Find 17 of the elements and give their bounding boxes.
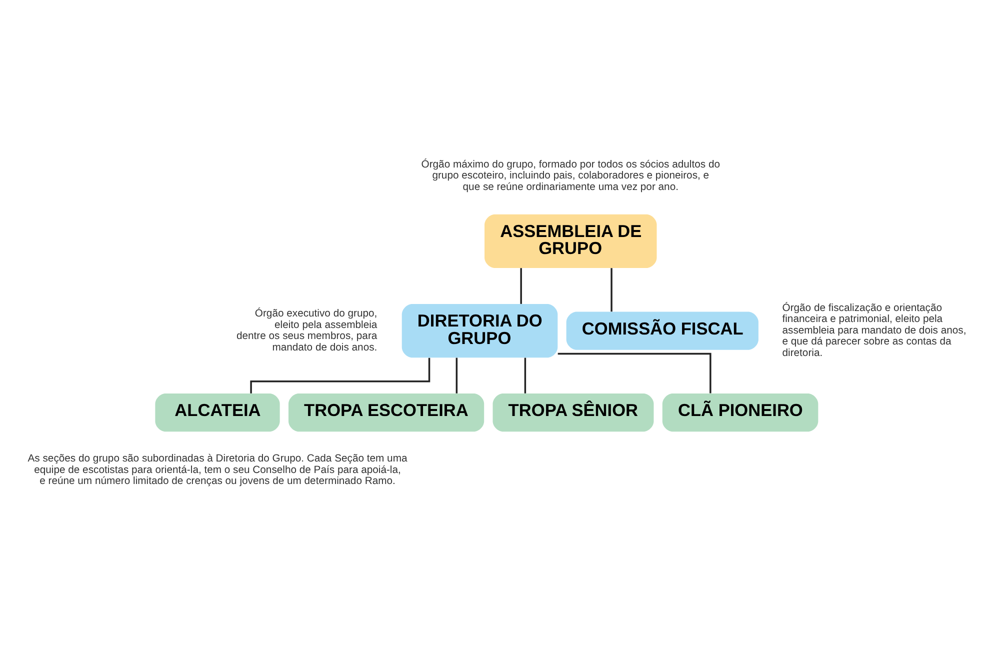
connector <box>520 268 522 304</box>
node-label: Órgão de fiscalização e orientação financeira e patrimonial, eleito pela assembleia para mandato de dois anos, e que dá parecer sobre as contas da diretoria. <box>782 302 966 358</box>
node-label: Órgão executivo do grupo, eleito pela assembleia dentre os seus membros, para mandato de dois anos. <box>236 308 378 353</box>
connector <box>558 352 712 393</box>
node-box: CLÃ PIONEIRO <box>662 393 818 432</box>
connector <box>456 357 458 393</box>
connector <box>250 357 430 393</box>
connector <box>610 268 612 312</box>
node-box: TROPA ESCOTEIRA <box>288 393 484 432</box>
node-label: Órgão máximo do grupo, formado por todos os sócios adultos do grupo escoteiro, incluindo pais, colaboradores e pioneiros, e que se reúne ordinariamente uma vez por ano. <box>421 158 720 192</box>
connector <box>524 357 526 393</box>
label: As seções do grupo são subordinadas à Diretoria do Grupo. Cada Seção tem uma equipe de escotistas para orientá-la, tem o seu Conselho de País para apoiá-la, e reúne um número limitado de crenças ou jovens de um determinado Ramo. <box>28 453 408 487</box>
node-box: ASSEMBLEIA DE GRUPO <box>484 214 657 268</box>
node-box: DIRETORIA DO GRUPO <box>402 303 558 358</box>
node-box: TROPA SÊNIOR <box>492 393 654 432</box>
node-box: ALCATEIA <box>155 393 280 432</box>
node-box: COMISSÃO FISCAL <box>566 311 758 350</box>
